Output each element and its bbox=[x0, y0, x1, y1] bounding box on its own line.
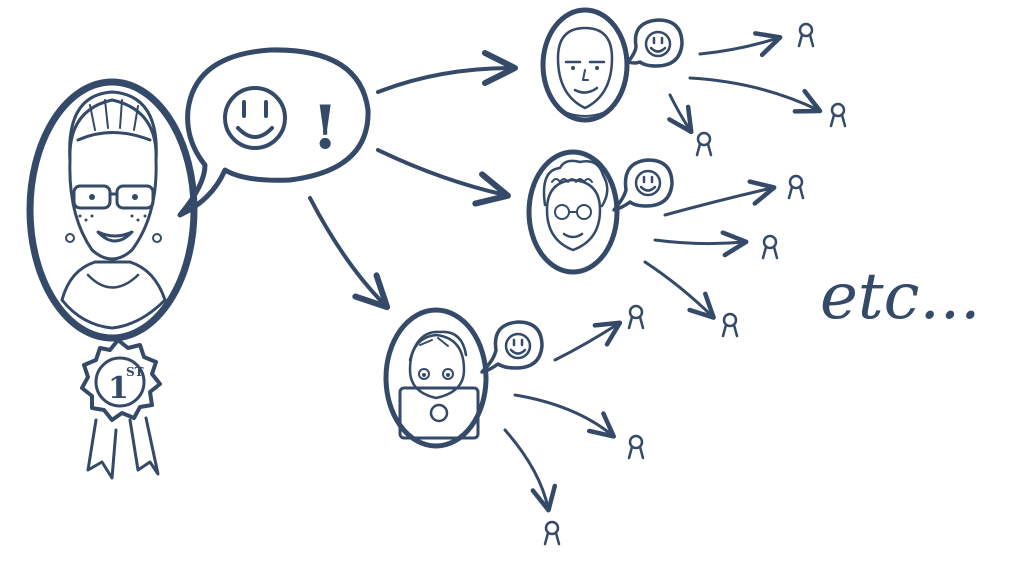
sharer-bald-man bbox=[543, 10, 627, 120]
ribbon-rank-suffix: ST bbox=[126, 365, 144, 379]
smiley-icon bbox=[506, 334, 530, 358]
award-ribbon-icon bbox=[799, 24, 813, 46]
smiley-icon bbox=[636, 171, 660, 195]
sharer-1-arrows bbox=[670, 38, 818, 130]
award-ribbon-icon bbox=[629, 436, 643, 458]
first-place-ribbon-icon bbox=[82, 340, 160, 478]
award-ribbon-icon bbox=[789, 176, 803, 198]
etc-label: etc... bbox=[820, 260, 980, 334]
origin-arrows bbox=[310, 68, 512, 305]
award-ribbon-icon bbox=[763, 236, 777, 258]
smiley-icon bbox=[225, 88, 285, 148]
origin-speech-bubble bbox=[180, 50, 368, 215]
award-ribbon-icon bbox=[629, 306, 643, 328]
award-ribbon-icon bbox=[545, 522, 559, 544]
award-ribbon-icon bbox=[697, 133, 711, 155]
exclamation-mark: ! bbox=[312, 93, 338, 163]
sharer-2-arrows bbox=[645, 188, 772, 316]
first-sharer-portrait bbox=[30, 82, 194, 338]
smiley-icon bbox=[646, 32, 670, 56]
sharer-2-speech-bubble bbox=[614, 160, 672, 210]
sharer-3-speech-bubble bbox=[482, 322, 542, 372]
sharer-curly-haired-woman bbox=[529, 152, 617, 272]
award-ribbon-icon bbox=[831, 104, 845, 126]
award-ribbon-icon bbox=[723, 314, 737, 336]
